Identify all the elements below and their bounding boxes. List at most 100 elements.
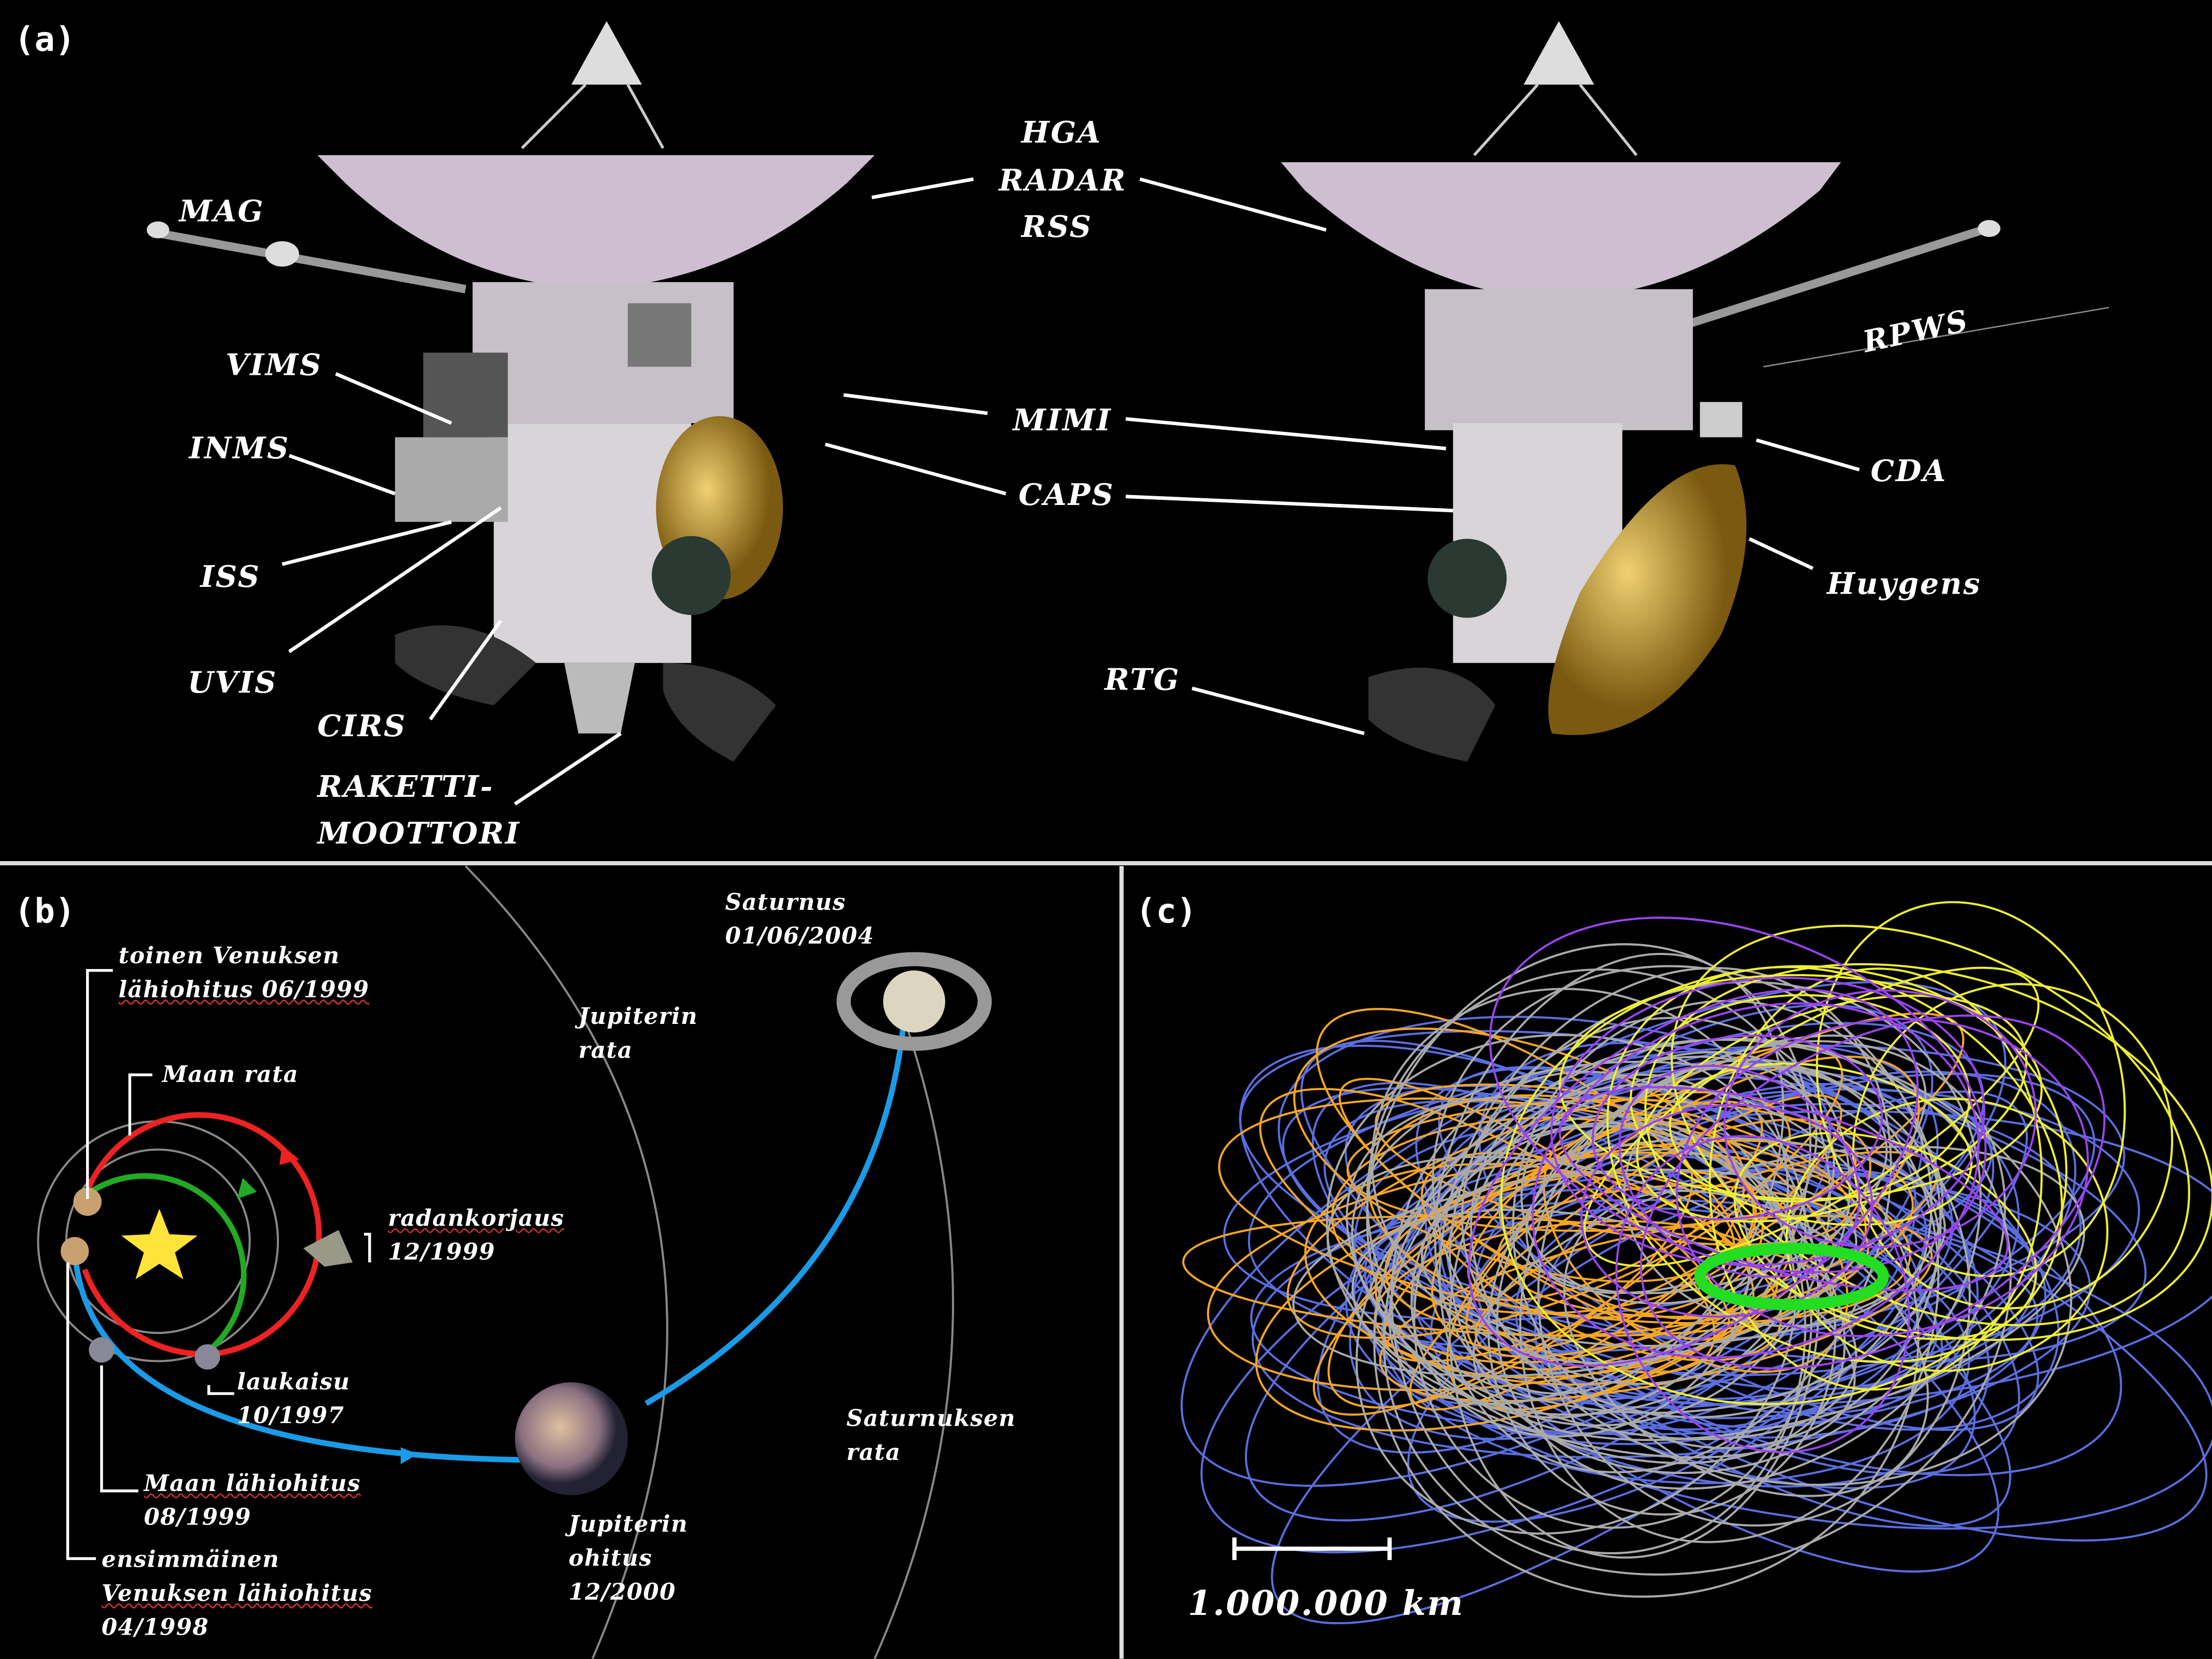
jupiter-orbit-line1: Jupiterin xyxy=(578,1003,698,1030)
orbit-path xyxy=(1473,1145,2085,1441)
titan-orbit-band xyxy=(1694,1242,1889,1311)
panel-label-c: (c) xyxy=(1136,891,1197,931)
spacecraft-rear-view xyxy=(1281,21,2109,762)
orbit-path xyxy=(1623,1065,1944,1327)
label-launch: laukaisu 10/1997 xyxy=(237,1366,350,1433)
orbit-path xyxy=(1346,1099,1857,1232)
earth-icon xyxy=(89,1337,115,1363)
label-inms: INMS xyxy=(189,430,290,466)
orbit-path xyxy=(1271,1090,2028,1625)
orbit-path xyxy=(1709,967,2043,1391)
scale-bar-label: 1.000.000 km xyxy=(1187,1582,1465,1624)
orbit-path xyxy=(1519,1058,1940,1543)
label-cda: CDA xyxy=(1870,453,1948,488)
label-mimi: MIMI xyxy=(1013,402,1112,438)
orbit-path xyxy=(1327,1143,1693,1409)
earth-flyby-line1: Maan lähiohitus xyxy=(144,1469,361,1497)
label-huygens: Huygens xyxy=(1827,566,1982,601)
orbit-path xyxy=(1618,1064,1860,1278)
venus1-line1: ensimmäinen xyxy=(101,1545,280,1573)
orbit-path xyxy=(1449,981,1982,1474)
label-saturn-orbit: Saturnuksen rata xyxy=(846,1402,1016,1470)
orbit-path xyxy=(1640,1014,2106,1370)
panel-label-b: (b) xyxy=(14,891,76,931)
saturn-icon xyxy=(836,952,992,1051)
green-path xyxy=(82,1173,247,1357)
venus1-line2: Venuksen lähiohitus xyxy=(101,1580,373,1607)
label-caps: CAPS xyxy=(1018,476,1115,512)
label-iss: ISS xyxy=(200,558,261,594)
saturn-orbit xyxy=(873,1015,954,1659)
label-jupiter-orbit: Jupiterin rata xyxy=(578,1000,697,1068)
orbit-path xyxy=(1388,1051,1818,1405)
orbit-path xyxy=(1374,1171,1735,1364)
label-vims: VIMS xyxy=(226,347,323,383)
jupiter-flyby-line2: ohitus xyxy=(568,1544,653,1571)
orbit-path xyxy=(1470,1038,2073,1486)
label-hga: HGA xyxy=(1021,114,1102,150)
saturn-orbit-line1: Saturnuksen xyxy=(846,1404,1016,1432)
orbit-path xyxy=(1478,1042,2060,1431)
venus2-line1: toinen Venuksen xyxy=(118,942,340,969)
orbit-path xyxy=(1669,1062,1973,1226)
venus2-line2: lähiohitus 06/1999 xyxy=(118,976,370,1003)
label-saturn: Saturnus 01/06/2004 xyxy=(725,886,874,954)
launch-line1: laukaisu xyxy=(237,1368,351,1395)
orbit-path xyxy=(1671,924,2190,1326)
jupiter-flyby-line1: Jupiterin xyxy=(568,1510,688,1538)
orbit-path xyxy=(1606,966,2063,1363)
correction-line1: radankorjaus xyxy=(388,1204,565,1232)
leader-lines-a xyxy=(282,177,1860,806)
label-jupiter-flyby: Jupiterin ohitus 12/2000 xyxy=(568,1508,688,1609)
orbit-path xyxy=(1239,1030,2147,1363)
sun-icon xyxy=(121,1208,198,1280)
label-earth-orbit: Maan rata xyxy=(162,1060,299,1088)
label-correction: radankorjaus 12/1999 xyxy=(388,1202,564,1270)
orbit-path xyxy=(1438,967,1892,1473)
label-rtg: RTG xyxy=(1104,662,1181,697)
jupiter-orbit xyxy=(465,865,668,1659)
orbit-path xyxy=(1644,963,2212,1341)
orbit-path xyxy=(1373,1083,1920,1598)
orbit-path xyxy=(1371,988,1789,1364)
orbit-path xyxy=(1615,1135,1910,1454)
orbit-path xyxy=(1591,1034,1883,1220)
orbit-path xyxy=(1550,977,1985,1267)
orbit-path xyxy=(1467,988,1919,1367)
orbit-path xyxy=(1432,965,1933,1418)
saturn-orbit-line2: rata xyxy=(846,1439,901,1466)
label-engine-1: RAKETTI- xyxy=(317,768,494,804)
label-earth-flyby: Maan lähiohitus 08/1999 xyxy=(144,1467,361,1535)
label-radar: RADAR xyxy=(999,162,1127,198)
jupiter-flyby-line3: 12/2000 xyxy=(568,1578,676,1606)
orbit-path xyxy=(1559,974,2043,1200)
orbit-path xyxy=(1382,1038,2012,1576)
orbit-path xyxy=(1461,1017,1851,1385)
orbit-path xyxy=(1583,966,2040,1267)
label-venus2: toinen Venuksen lähiohitus 06/1999 xyxy=(119,939,370,1007)
correction-line2: 12/1999 xyxy=(388,1238,496,1266)
orbit-path xyxy=(1723,989,2037,1248)
saturn-line2: 01/06/2004 xyxy=(725,922,875,950)
earth-flyby-line2: 08/1999 xyxy=(144,1503,251,1530)
trajectory-diagram xyxy=(37,865,992,1659)
venus-icon xyxy=(73,1187,102,1216)
jupiter-orbit-line2: rata xyxy=(578,1036,633,1064)
label-cirs: CIRS xyxy=(317,708,407,743)
spacecraft-icon xyxy=(303,1230,353,1267)
jupiter-icon xyxy=(515,1382,628,1495)
label-mag: MAG xyxy=(179,193,265,229)
orbit-path xyxy=(1345,1085,2208,1542)
orbit-path xyxy=(1531,1002,1980,1359)
venus1-line3: 04/1998 xyxy=(101,1613,209,1641)
label-engine-2: MOOTTORI xyxy=(317,815,521,851)
orbit-plot xyxy=(1180,901,2212,1625)
saturn-line1: Saturnus xyxy=(725,889,846,916)
panel-label-a: (a) xyxy=(14,20,76,60)
orbit-path xyxy=(1563,1190,1929,1497)
label-uvis: UVIS xyxy=(187,664,277,700)
launch-line2: 10/1997 xyxy=(237,1402,345,1429)
